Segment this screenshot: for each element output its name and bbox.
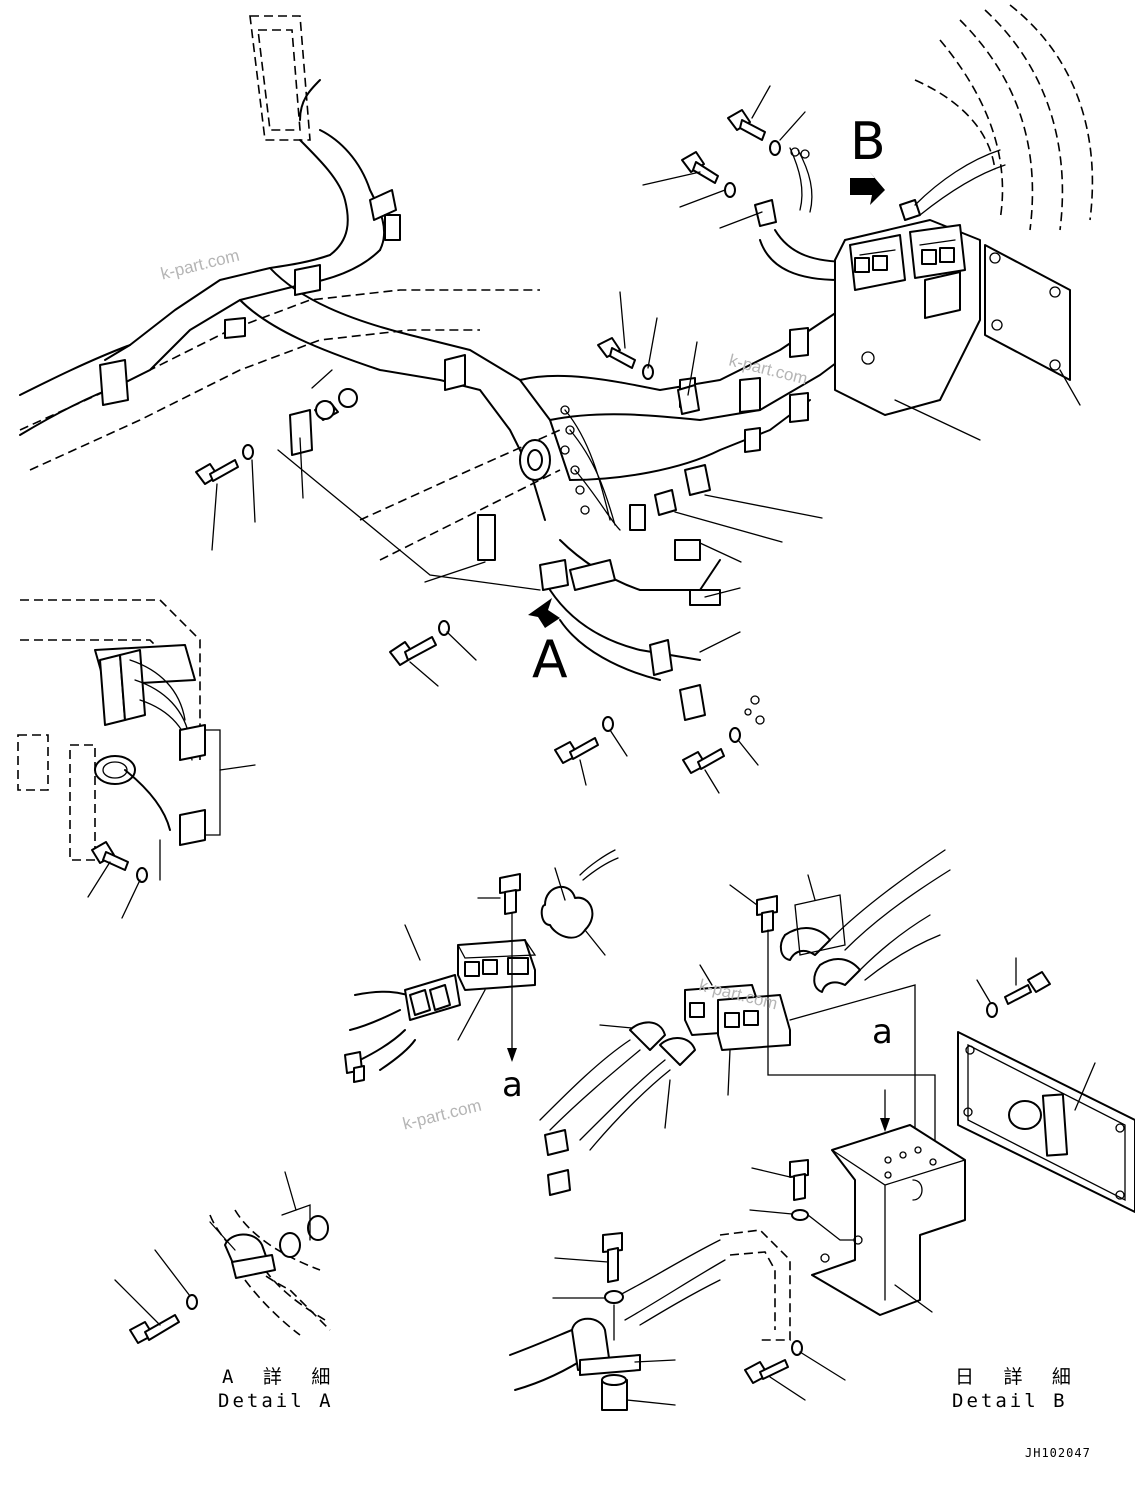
detail-b-title-jp: 日 詳 細 <box>955 1366 1080 1388</box>
view-b-label: B <box>850 112 886 172</box>
detail-a-title-en: Detail A <box>218 1390 334 1412</box>
left-bracket-assembly <box>94 644 221 846</box>
view-a-arrow-icon <box>528 598 560 628</box>
drawing-code: JH102047 <box>1025 1446 1091 1460</box>
detail-bracket-b <box>509 957 1135 1411</box>
ref-a-label-1: a <box>502 1065 523 1105</box>
detail-connector-b <box>539 849 951 1196</box>
detail-connector-a <box>344 849 619 1083</box>
controller-box <box>834 149 1071 416</box>
view-a-label: A <box>532 630 568 690</box>
view-b-arrow-icon <box>850 170 885 205</box>
detail-a-assembly <box>114 1171 331 1344</box>
leader-lines-main <box>87 85 1081 919</box>
harness-clamps <box>99 189 809 591</box>
detail-b-title-en: Detail B <box>952 1390 1068 1412</box>
ref-a-label-2: a <box>872 1012 893 1052</box>
fasteners-main <box>91 109 813 883</box>
detail-a-title-jp: A 詳 細 <box>222 1366 340 1388</box>
connector-cluster <box>560 405 721 606</box>
view-arrows <box>528 170 885 628</box>
